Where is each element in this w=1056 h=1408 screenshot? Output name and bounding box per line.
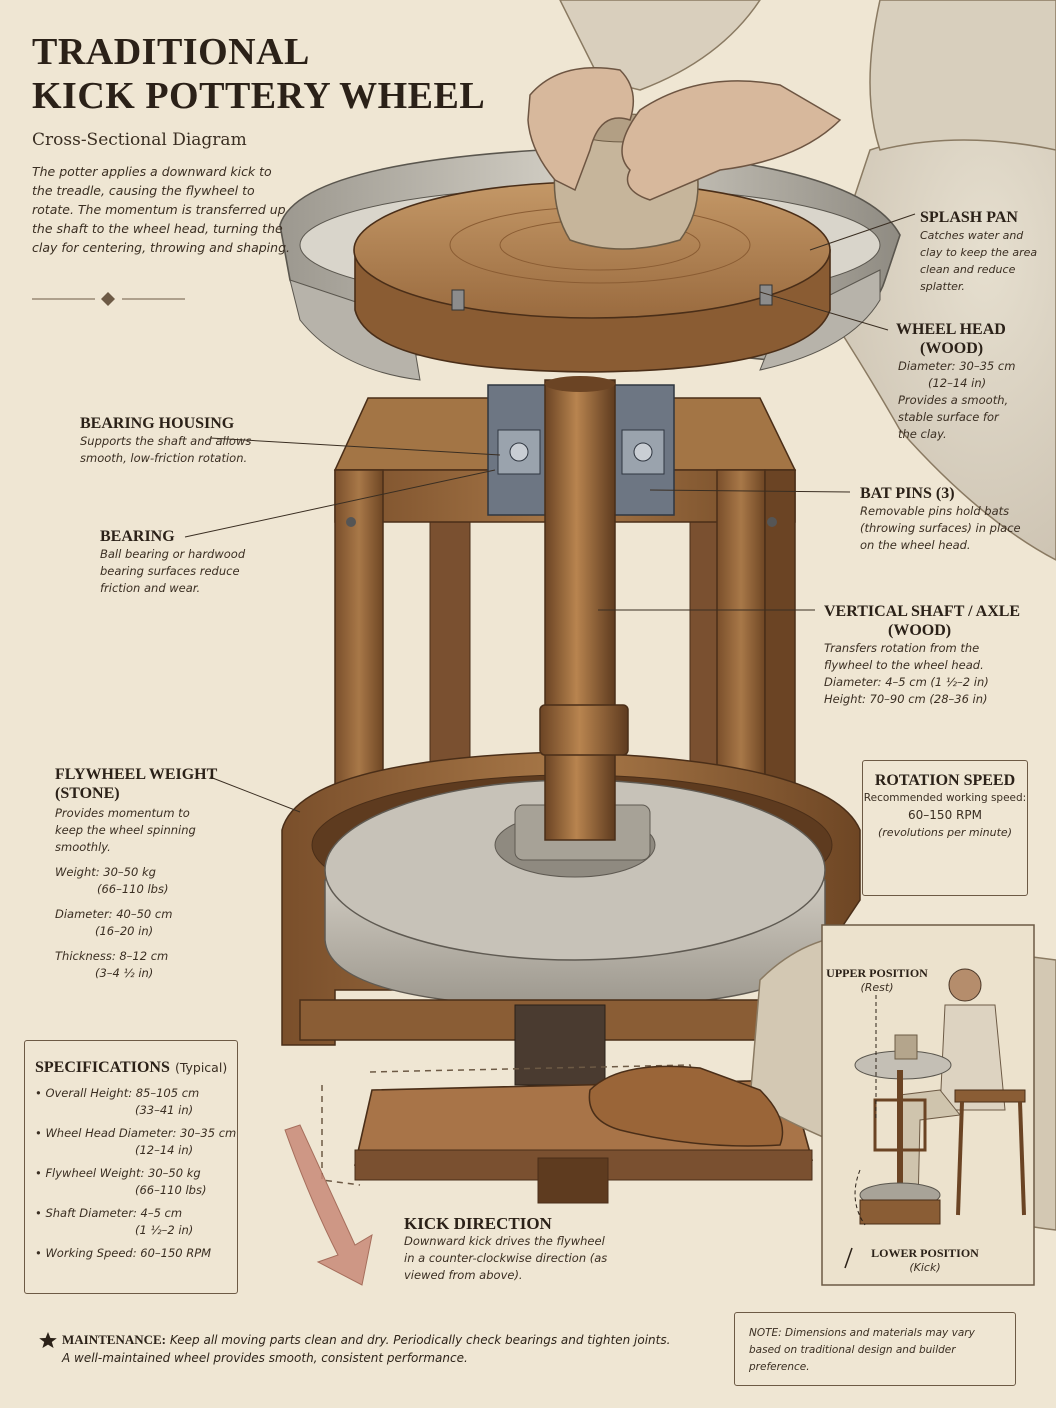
inset-potter-illustration <box>821 924 1035 1286</box>
spec-item-label: • Flywheel Weight: 30–50 kg <box>35 1166 201 1180</box>
spec-item-label: • Working Speed: 60–150 RPM <box>35 1246 212 1260</box>
bat-pins-text: Removable pins hold bats (throwing surfa… <box>860 504 1021 552</box>
bearing-housing-right <box>611 384 675 516</box>
bearing-title: BEARING <box>100 528 175 545</box>
flywheel-diameter-2: (16–20 in) <box>95 924 154 938</box>
wheel-head-line2: (12–14 in) <box>928 376 987 390</box>
label-shaft: VERTICAL SHAFT / AXLE (WOOD) Transfers r… <box>824 602 1049 708</box>
maintenance-note: MAINTENANCE: Keep all moving parts clean… <box>62 1330 712 1367</box>
left-hand <box>527 67 635 192</box>
shoe <box>588 1065 784 1147</box>
rotation-line1: Recommended working speed: <box>863 792 1027 804</box>
specs-list: • Overall Height: 85–105 cm (33–41 in) • W… <box>35 1085 237 1262</box>
spec-item-label: • Wheel Head Diameter: 30–35 cm <box>35 1126 237 1140</box>
spec-item-label: • Overall Height: 85–105 cm <box>35 1086 200 1100</box>
rotation-line2: 60–150 RPM <box>908 808 982 822</box>
specs-title-sub: (Typical) <box>174 1060 228 1075</box>
specifications-box: SPECIFICATIONS (Typical) • Overall Heigh… <box>24 1040 238 1294</box>
flywheel-weight-2: (66–110 lbs) <box>97 882 169 896</box>
maintenance-text-1: Keep all moving parts clean and dry. Per… <box>169 1333 671 1347</box>
inset-upper-sub: (Rest) <box>860 981 894 994</box>
bearing-text: Ball bearing or hardwood bearing surface… <box>100 547 246 595</box>
kick-text: Downward kick drives the flywheel in a c… <box>404 1234 608 1282</box>
star-icon <box>39 1332 57 1348</box>
flywheel-title-2: (STONE) <box>55 785 120 802</box>
maintenance-label: MAINTENANCE: <box>62 1332 166 1347</box>
right-hand <box>621 80 842 201</box>
bearing-housing-text: Supports the shaft and allows smooth, lo… <box>80 434 252 465</box>
flywheel-thickness-2: (3–4 ½ in) <box>95 966 154 980</box>
flywheel-diameter: Diameter: 40–50 cm <box>55 907 173 921</box>
spec-item-sub: (1 ½–2 in) <box>135 1223 194 1237</box>
inset-lower-title: LOWER POSITION <box>871 1246 979 1260</box>
spec-item: • Flywheel Weight: 30–50 kg (66–110 lbs) <box>35 1165 237 1199</box>
shaft-line2: Height: 70–90 cm (28–36 in) <box>824 692 988 706</box>
splash-pan-title: SPLASH PAN <box>920 209 1018 226</box>
shaft-title-2: (WOOD) <box>888 622 952 639</box>
rotation-title: ROTATION SPEED <box>874 772 1016 789</box>
bearing-housing-left <box>487 384 551 516</box>
intro-text: The potter applies a downward kick to th… <box>32 164 290 255</box>
label-bearing: BEARING Ball bearing or hardwood bearing… <box>100 527 260 597</box>
flywheel-thickness: Thickness: 8–12 cm <box>55 949 169 963</box>
flywheel-text: Provides momentum to keep the wheel spin… <box>55 806 196 854</box>
note-box: NOTE: Dimensions and materials may vary … <box>734 1312 1016 1386</box>
wheel-head-text: Provides a smooth, stable surface for th… <box>898 393 1009 441</box>
spec-item-label: • Shaft Diameter: 4–5 cm <box>35 1206 183 1220</box>
label-flywheel: FLYWHEEL WEIGHT (STONE) Provides momentu… <box>55 765 235 982</box>
kick-title: KICK DIRECTION <box>404 1214 552 1233</box>
shaft-text: Transfers rotation from the flywheel to … <box>824 641 984 672</box>
potter-arm <box>559 0 761 91</box>
rotation-speed-box: ROTATION SPEED Recommended working speed… <box>862 760 1028 896</box>
bat-pins-title: BAT PINS (3) <box>860 485 955 502</box>
shaft-title: VERTICAL SHAFT / AXLE <box>824 603 1021 620</box>
inset-upper-title: UPPER POSITION <box>826 966 928 980</box>
page-title: TRADITIONAL KICK POTTERY WHEEL <box>32 30 485 118</box>
rotation-line3: (revolutions per minute) <box>877 826 1012 839</box>
spec-item-sub: (33–41 in) <box>135 1103 194 1117</box>
label-bearing-housing: BEARING HOUSING Supports the shaft and a… <box>80 414 280 467</box>
title-line-1: TRADITIONAL <box>32 31 310 73</box>
wheel-head-title-2: (WOOD) <box>920 340 984 357</box>
note-text: NOTE: Dimensions and materials may vary … <box>749 1327 975 1373</box>
ornament-divider <box>32 292 185 306</box>
spec-item-sub: (66–110 lbs) <box>135 1183 207 1197</box>
spec-item: • Wheel Head Diameter: 30–35 cm (12–14 in… <box>35 1125 237 1159</box>
wheel-head-title: WHEEL HEAD <box>896 321 1006 338</box>
kick-direction-arrow <box>284 1124 373 1286</box>
bearing-housing-title: BEARING HOUSING <box>80 415 235 432</box>
spec-item: • Working Speed: 60–150 RPM <box>35 1245 237 1262</box>
label-kick-direction: KICK DIRECTION Downward kick drives the … <box>404 1214 624 1284</box>
specs-title: SPECIFICATIONS <box>35 1059 170 1076</box>
spec-item: • Overall Height: 85–105 cm (33–41 in) <box>35 1085 237 1119</box>
inset-lower-sub: (Kick) <box>909 1261 941 1274</box>
wheel-head-line1: Diameter: 30–35 cm <box>898 359 1016 373</box>
inset-upper-label: UPPER POSITION (Rest) <box>822 966 932 995</box>
maintenance-text-2: A well-maintained wheel provides smooth,… <box>62 1351 468 1365</box>
inset-lower-label: LOWER POSITION (Kick) <box>866 1246 984 1275</box>
page-subtitle: Cross-Sectional Diagram <box>32 130 247 150</box>
shaft-line1: Diameter: 4–5 cm (1 ½–2 in) <box>824 675 989 689</box>
spec-item-sub: (12–14 in) <box>135 1143 194 1157</box>
label-wheel-head: WHEEL HEAD (WOOD) Diameter: 30–35 cm (12… <box>888 320 1048 443</box>
flywheel-weight: Weight: 30–50 kg <box>55 865 156 879</box>
label-bat-pins: BAT PINS (3) Removable pins hold bats (t… <box>860 484 1040 554</box>
splash-pan-text: Catches water and clay to keep the area … <box>920 229 1038 293</box>
spec-item: • Shaft Diameter: 4–5 cm (1 ½–2 in) <box>35 1205 237 1239</box>
title-line-2: KICK POTTERY WHEEL <box>32 75 486 117</box>
label-splash-pan: SPLASH PAN Catches water and clay to kee… <box>920 208 1048 295</box>
flywheel-title: FLYWHEEL WEIGHT <box>55 766 218 783</box>
